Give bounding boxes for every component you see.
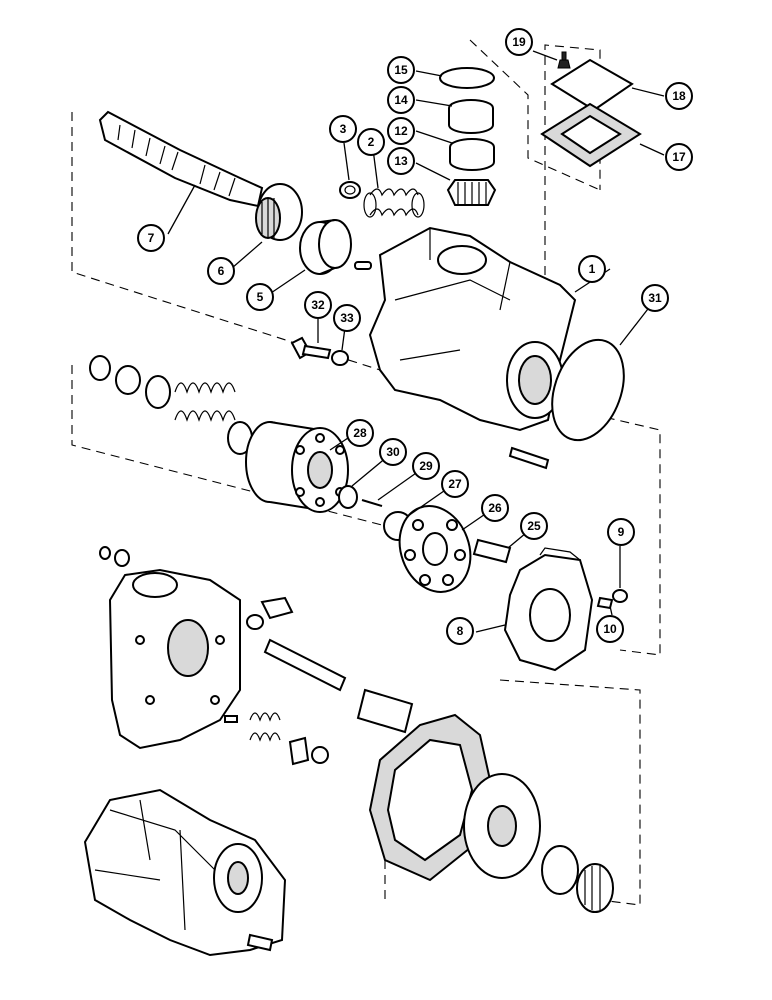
rear-bearing bbox=[541, 845, 614, 913]
svg-text:30: 30 bbox=[386, 445, 400, 459]
svg-text:3: 3 bbox=[340, 122, 347, 136]
grease-fitting bbox=[557, 51, 571, 69]
callout-28: 28 bbox=[346, 419, 374, 447]
svg-text:17: 17 bbox=[672, 150, 686, 164]
cylinder-spring-set bbox=[89, 355, 253, 455]
svg-text:14: 14 bbox=[394, 93, 408, 107]
callout-12: 12 bbox=[387, 117, 415, 145]
callout-17: 17 bbox=[665, 143, 693, 171]
svg-text:9: 9 bbox=[618, 525, 625, 539]
bearing-cone-upper bbox=[446, 179, 497, 206]
callout-19: 19 bbox=[505, 28, 533, 56]
retainer-ring bbox=[338, 485, 358, 509]
cam-plug bbox=[612, 589, 628, 603]
plug bbox=[246, 596, 294, 630]
svg-text:12: 12 bbox=[394, 124, 408, 138]
bearing-cup bbox=[299, 219, 352, 275]
svg-text:19: 19 bbox=[512, 35, 526, 49]
bearing-cup-upper bbox=[448, 99, 494, 134]
pump-housing bbox=[368, 226, 577, 432]
callout-29: 29 bbox=[412, 452, 440, 480]
callout-13: 13 bbox=[387, 147, 415, 175]
callout-18: 18 bbox=[665, 82, 693, 110]
callout-14: 14 bbox=[387, 86, 415, 114]
upper-group-outline bbox=[71, 44, 601, 371]
callout-27: 27 bbox=[441, 470, 469, 498]
end-cover bbox=[108, 568, 241, 750]
svg-text:15: 15 bbox=[394, 63, 408, 77]
relief-cap bbox=[339, 181, 361, 199]
svg-text:29: 29 bbox=[419, 459, 433, 473]
callout-33: 33 bbox=[333, 304, 361, 332]
retainer-plate bbox=[398, 505, 472, 593]
callout-31: 31 bbox=[641, 284, 669, 312]
valve-spring-set bbox=[224, 712, 329, 766]
o-ring-top bbox=[439, 67, 495, 89]
callout-8: 8 bbox=[446, 617, 474, 645]
drive-shaft bbox=[98, 110, 264, 208]
svg-text:26: 26 bbox=[488, 501, 502, 515]
callout-10: 10 bbox=[596, 615, 624, 643]
callout-2: 2 bbox=[357, 128, 385, 156]
swashplate bbox=[503, 547, 594, 672]
side-screw bbox=[508, 446, 550, 470]
svg-text:31: 31 bbox=[648, 291, 662, 305]
spring-pin bbox=[361, 499, 383, 507]
callout-25: 25 bbox=[520, 512, 548, 540]
callout-30: 30 bbox=[379, 438, 407, 466]
svg-text:7: 7 bbox=[148, 231, 155, 245]
cylinder-block bbox=[245, 421, 349, 513]
piston bbox=[472, 538, 512, 564]
dowel-pin bbox=[354, 261, 372, 270]
svg-text:25: 25 bbox=[527, 519, 541, 533]
svg-text:2: 2 bbox=[368, 135, 375, 149]
assembled-pump-view bbox=[83, 788, 287, 957]
control-spool bbox=[263, 638, 347, 692]
svg-text:5: 5 bbox=[257, 290, 264, 304]
port-plate bbox=[463, 773, 541, 879]
svg-text:18: 18 bbox=[672, 89, 686, 103]
housing-bolt bbox=[290, 336, 332, 360]
svg-text:28: 28 bbox=[353, 426, 367, 440]
housing-o-ring bbox=[551, 338, 625, 442]
bolt-washer bbox=[331, 350, 349, 366]
svg-text:13: 13 bbox=[394, 154, 408, 168]
callout-3: 3 bbox=[329, 115, 357, 143]
svg-text:33: 33 bbox=[340, 311, 354, 325]
svg-text:10: 10 bbox=[603, 622, 617, 636]
bearing-cone bbox=[255, 183, 303, 241]
svg-text:32: 32 bbox=[311, 298, 325, 312]
relief-spring bbox=[363, 188, 425, 218]
cover-gasket bbox=[540, 102, 642, 168]
callout-5: 5 bbox=[246, 283, 274, 311]
callout-1: 1 bbox=[578, 255, 606, 283]
callout-9: 9 bbox=[607, 518, 635, 546]
callout-15: 15 bbox=[387, 56, 415, 84]
svg-text:1: 1 bbox=[589, 262, 596, 276]
callout-32: 32 bbox=[304, 291, 332, 319]
bearing-race bbox=[449, 138, 495, 171]
callout-7: 7 bbox=[137, 224, 165, 252]
callout-26: 26 bbox=[481, 494, 509, 522]
lower-group-outline bbox=[384, 679, 641, 906]
svg-text:8: 8 bbox=[457, 624, 464, 638]
svg-text:27: 27 bbox=[448, 477, 462, 491]
fitting-rings bbox=[99, 546, 130, 567]
housing-gasket bbox=[368, 713, 492, 882]
cover-group-outline bbox=[469, 39, 601, 191]
control-sleeve bbox=[356, 688, 414, 734]
callout-6: 6 bbox=[207, 257, 235, 285]
svg-text:6: 6 bbox=[218, 264, 225, 278]
cover-plate bbox=[550, 58, 634, 112]
